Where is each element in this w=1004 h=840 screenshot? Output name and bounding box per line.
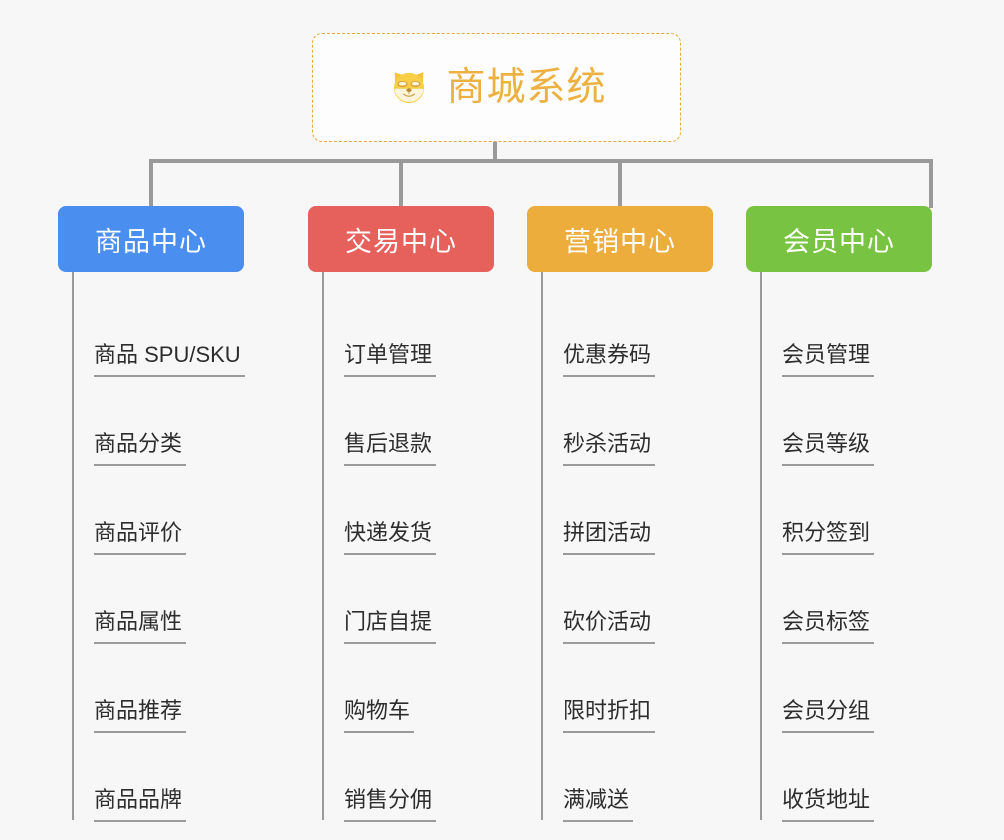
leaf-spine — [760, 272, 762, 820]
shiba-dog-face-icon — [394, 71, 425, 103]
leaf-label: 积分签到 — [782, 522, 875, 555]
connector-drop-2 — [399, 159, 403, 208]
category-header-4[interactable]: 会员中心 — [746, 206, 932, 272]
leaf-label: 商品 SPU/SKU — [94, 344, 245, 377]
leaf-label: 会员管理 — [782, 344, 875, 377]
leaf-label: 砍价活动 — [563, 611, 656, 644]
category-column-3: 营销中心 优惠券码 秒杀活动 拼团活动 砍价活动 限时折扣 满减送 — [527, 206, 713, 822]
leaf-item[interactable]: 商品评价 — [72, 466, 244, 555]
leaf-label: 购物车 — [344, 700, 415, 733]
leaf-label: 秒杀活动 — [563, 433, 656, 466]
leaf-item[interactable]: 收货地址 — [760, 733, 932, 822]
leaf-item[interactable]: 商品品牌 — [72, 733, 244, 822]
category-header-1[interactable]: 商品中心 — [58, 206, 244, 272]
leaf-item[interactable]: 商品属性 — [72, 555, 244, 644]
category-column-2: 交易中心 订单管理 售后退款 快递发货 门店自提 购物车 销售分佣 — [308, 206, 494, 822]
leaf-label: 优惠券码 — [563, 344, 656, 377]
leaf-item[interactable]: 限时折扣 — [541, 644, 713, 733]
category-label: 会员中心 — [783, 226, 895, 257]
leaf-label: 商品推荐 — [94, 700, 187, 733]
leaf-label: 收货地址 — [782, 789, 875, 822]
leaf-item[interactable]: 售后退款 — [322, 377, 494, 466]
leaf-item[interactable]: 销售分佣 — [322, 733, 494, 822]
leaf-spine — [541, 272, 543, 820]
category-column-4: 会员中心 会员管理 会员等级 积分签到 会员标签 会员分组 收货地址 — [746, 206, 932, 822]
root-node[interactable]: 商城系统 — [312, 33, 681, 142]
leaf-label: 限时折扣 — [563, 700, 656, 733]
leaf-label: 满减送 — [563, 789, 634, 822]
leaf-label: 商品属性 — [94, 611, 187, 644]
leaf-item[interactable]: 订单管理 — [322, 288, 494, 377]
leaf-item[interactable]: 会员等级 — [760, 377, 932, 466]
connector-drop-4 — [929, 159, 933, 208]
leaf-item[interactable]: 优惠券码 — [541, 288, 713, 377]
leaf-label: 会员标签 — [782, 611, 875, 644]
leaf-item[interactable]: 秒杀活动 — [541, 377, 713, 466]
leaf-item[interactable]: 积分签到 — [760, 466, 932, 555]
leaf-list-2: 订单管理 售后退款 快递发货 门店自提 购物车 销售分佣 — [308, 272, 494, 822]
leaf-item[interactable]: 砍价活动 — [541, 555, 713, 644]
leaf-item[interactable]: 商品分类 — [72, 377, 244, 466]
leaf-item[interactable]: 快递发货 — [322, 466, 494, 555]
leaf-label: 销售分佣 — [344, 789, 437, 822]
leaf-item[interactable]: 购物车 — [322, 644, 494, 733]
leaf-list-1: 商品 SPU/SKU 商品分类 商品评价 商品属性 商品推荐 商品品牌 — [58, 272, 245, 822]
category-label: 交易中心 — [345, 226, 457, 257]
category-label: 商品中心 — [95, 226, 207, 257]
connector-drop-3 — [618, 159, 622, 208]
leaf-label: 快递发货 — [344, 522, 437, 555]
leaf-label: 门店自提 — [344, 611, 437, 644]
leaf-label: 会员分组 — [782, 700, 875, 733]
leaf-spine — [72, 272, 74, 820]
connector-horizontal-bus — [149, 159, 933, 163]
connector-root-stem — [493, 142, 497, 163]
leaf-spine — [322, 272, 324, 820]
category-label: 营销中心 — [564, 226, 676, 257]
leaf-item[interactable]: 商品推荐 — [72, 644, 244, 733]
leaf-item[interactable]: 拼团活动 — [541, 466, 713, 555]
leaf-label: 商品分类 — [94, 433, 187, 466]
leaf-label: 商品品牌 — [94, 789, 187, 822]
leaf-item[interactable]: 商品 SPU/SKU — [72, 288, 245, 377]
leaf-list-4: 会员管理 会员等级 积分签到 会员标签 会员分组 收货地址 — [746, 272, 932, 822]
leaf-item[interactable]: 会员管理 — [760, 288, 932, 377]
leaf-item[interactable]: 会员标签 — [760, 555, 932, 644]
leaf-label: 商品评价 — [94, 522, 187, 555]
leaf-item[interactable]: 满减送 — [541, 733, 713, 822]
leaf-item[interactable]: 会员分组 — [760, 644, 932, 733]
leaf-label: 订单管理 — [344, 344, 437, 377]
leaf-label: 拼团活动 — [563, 522, 656, 555]
leaf-label: 会员等级 — [782, 433, 875, 466]
leaf-label: 售后退款 — [344, 433, 437, 466]
root-title: 商城系统 — [446, 66, 607, 109]
category-header-3[interactable]: 营销中心 — [527, 206, 713, 272]
category-column-1: 商品中心 商品 SPU/SKU 商品分类 商品评价 商品属性 商品推荐 商品品牌 — [58, 206, 245, 822]
connector-drop-1 — [149, 159, 153, 208]
category-header-2[interactable]: 交易中心 — [308, 206, 494, 272]
leaf-list-3: 优惠券码 秒杀活动 拼团活动 砍价活动 限时折扣 满减送 — [527, 272, 713, 822]
leaf-item[interactable]: 门店自提 — [322, 555, 494, 644]
